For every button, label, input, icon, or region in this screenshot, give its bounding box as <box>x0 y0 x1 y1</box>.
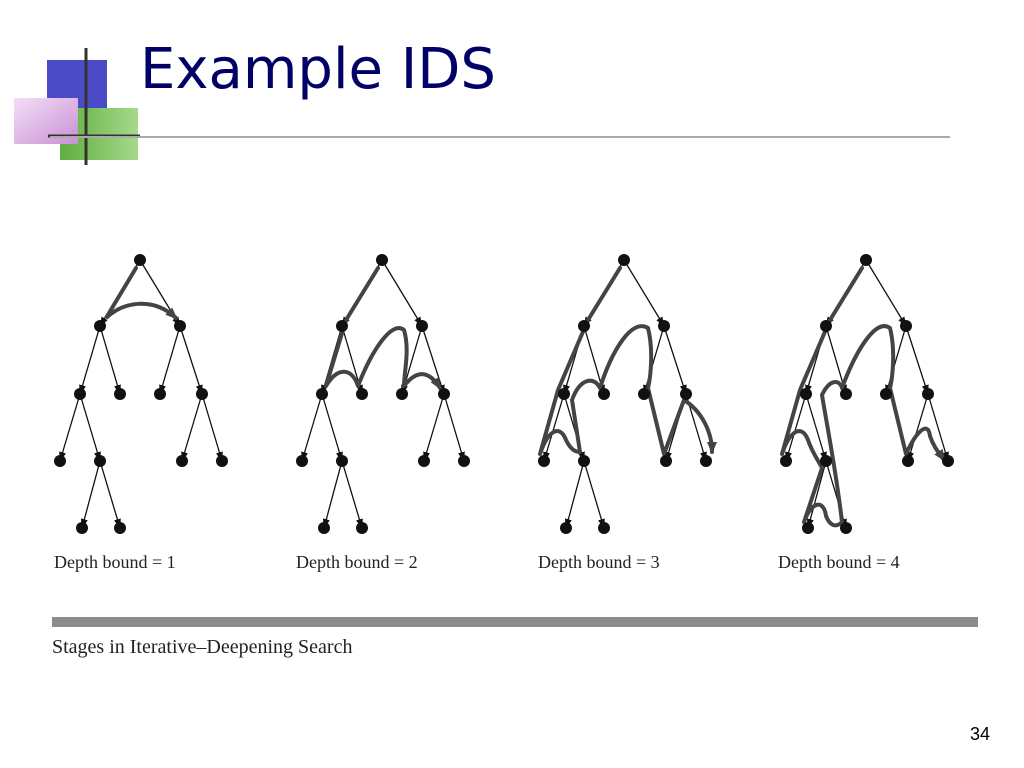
ids-diagram: Depth bound = 1 Depth bound = 2 <box>54 254 954 572</box>
search-trail <box>104 266 178 320</box>
search-trail <box>780 266 946 528</box>
search-trail <box>538 266 717 456</box>
tree-nodes <box>538 254 712 534</box>
depth-bound-label: Depth bound = 4 <box>778 552 900 572</box>
panel-depth-1: Depth bound = 1 <box>54 254 228 572</box>
tree-nodes <box>296 254 470 534</box>
depth-bound-label: Depth bound = 2 <box>296 552 418 572</box>
corner-decoration <box>14 48 140 165</box>
title-underline <box>50 136 950 138</box>
caption-divider <box>52 617 978 627</box>
panel-depth-3: Depth bound = 3 <box>538 254 717 572</box>
depth-bound-label: Depth bound = 3 <box>538 552 660 572</box>
search-trail <box>324 266 442 390</box>
figure-caption: Stages in Iterative–Deepening Search <box>52 636 353 658</box>
panel-depth-2: Depth bound = 2 <box>296 254 470 572</box>
slide-title: Example IDS <box>140 37 496 102</box>
panel-depth-4: Depth bound = 4 <box>778 254 954 572</box>
page-number: 34 <box>969 724 990 744</box>
tree-nodes <box>780 254 954 534</box>
tree-nodes <box>54 254 228 534</box>
depth-bound-label: Depth bound = 1 <box>54 552 176 572</box>
